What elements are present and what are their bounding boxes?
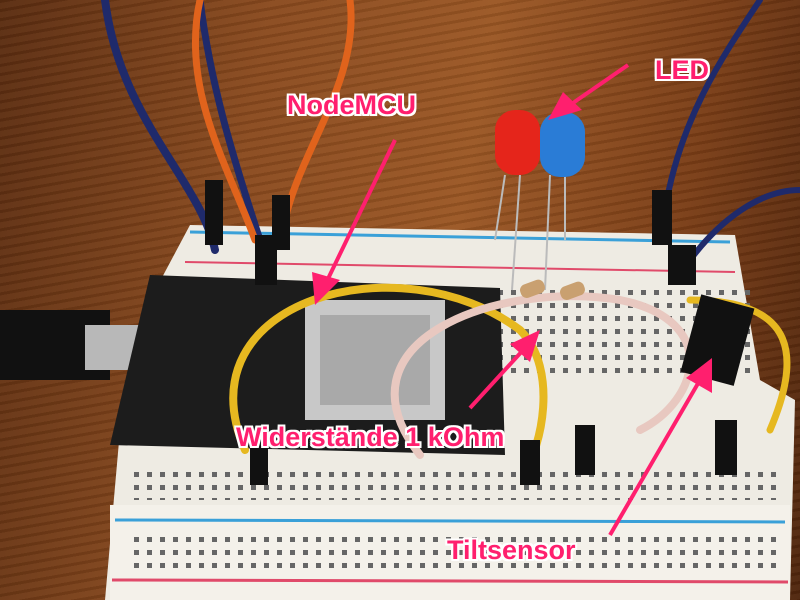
annotation-tiltsensor: Tiltsensor (447, 535, 576, 565)
wire-blue-right (662, 0, 763, 213)
annotation-led: LED (655, 55, 709, 85)
wire-orange-2 (281, 0, 355, 224)
resistor-2 (560, 281, 585, 300)
wire-blue-right-2 (687, 187, 800, 263)
led-blue (540, 112, 585, 291)
annotation-arrows (312, 63, 712, 537)
wire-blue-2 (196, 0, 269, 259)
wire-yellow (229, 283, 548, 474)
wire-pink (390, 292, 694, 459)
annotation-nodemcu: NodeMCU (287, 90, 416, 120)
resistor-1 (520, 279, 545, 298)
annotation-resistors: Widerstände 1 kOhm (236, 422, 505, 452)
wire-orange-1 (191, 0, 259, 244)
led-red (494, 110, 540, 291)
